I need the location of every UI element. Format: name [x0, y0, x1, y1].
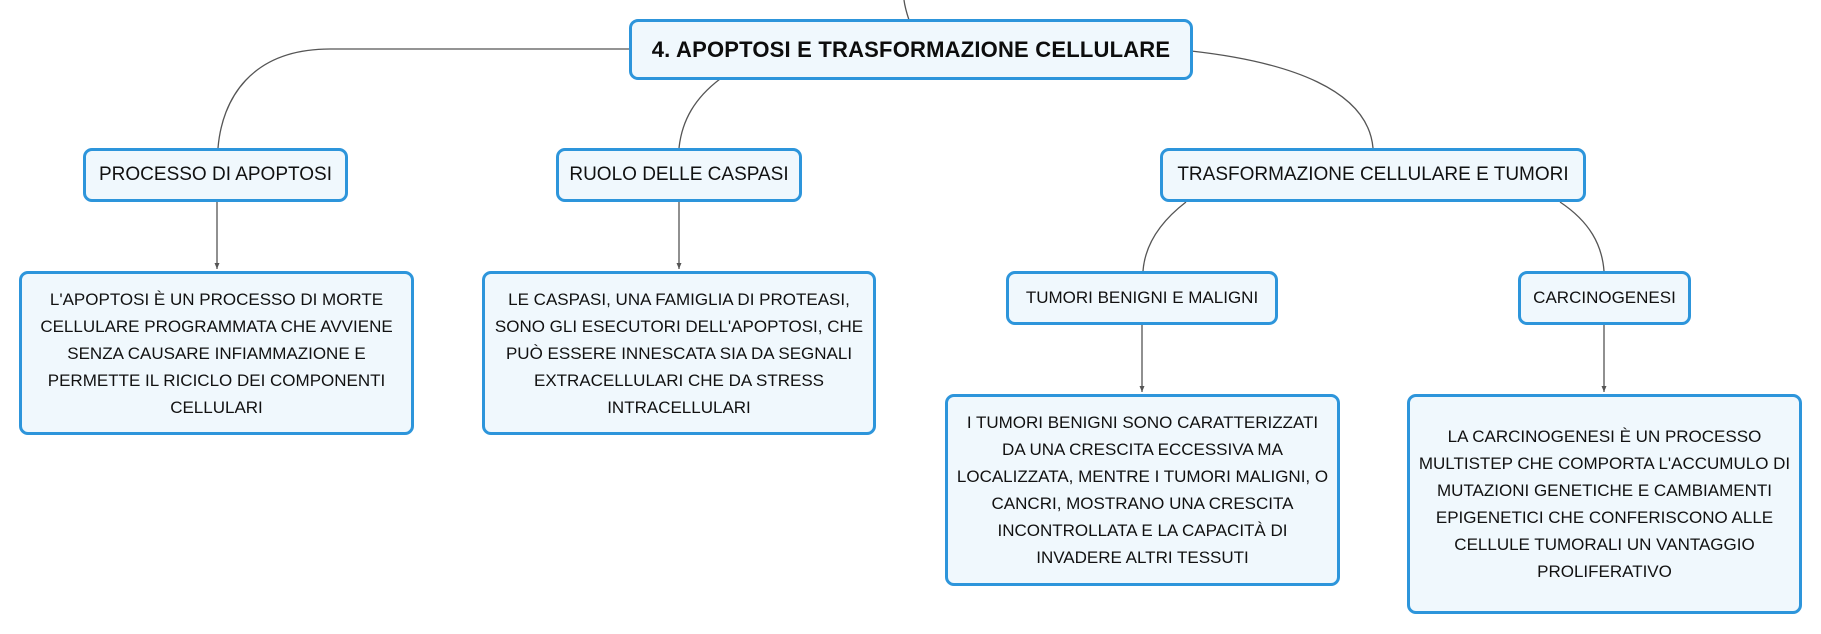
detail-node-carcinogenesi[interactable]: LA CARCINOGENESI È UN PROCESSO MULTISTEP…: [1407, 394, 1802, 614]
sub-node-label: TUMORI BENIGNI E MALIGNI: [1025, 288, 1259, 307]
connector-trasformazione-to-tumori: [1142, 201, 1187, 272]
connector-root-to-caspasi: [678, 78, 721, 149]
root-node-title[interactable]: 4. APOPTOSI E TRASFORMAZIONE CELLULARE: [629, 19, 1193, 80]
detail-node-text: I TUMORI BENIGNI SONO CARATTERIZZATI DA …: [956, 413, 1329, 567]
connector-parent-to-root: [903, 0, 910, 21]
detail-node-caspasi[interactable]: LE CASPASI, UNA FAMIGLIA DI PROTEASI, SO…: [482, 271, 876, 435]
detail-node-apoptosi[interactable]: L'APOPTOSI È UN PROCESSO DI MORTE CELLUL…: [19, 271, 414, 435]
branch-node-label: PROCESSO DI APOPTOSI: [99, 164, 332, 185]
branch-node-label: RUOLO DELLE CASPASI: [569, 164, 789, 185]
root-node-label: 4. APOPTOSI E TRASFORMAZIONE CELLULARE: [651, 36, 1171, 62]
sub-node-label: CARCINOGENESI: [1533, 288, 1676, 307]
branch-node-label: TRASFORMAZIONE CELLULARE E TUMORI: [1177, 164, 1569, 185]
branch-node-ruolo-delle-caspasi[interactable]: RUOLO DELLE CASPASI: [556, 148, 802, 202]
branch-node-trasformazione-cellulare-e-tumori[interactable]: TRASFORMAZIONE CELLULARE E TUMORI: [1160, 148, 1586, 202]
connector-root-to-trasformazione: [1190, 50, 1374, 149]
detail-node-text: L'APOPTOSI È UN PROCESSO DI MORTE CELLUL…: [40, 289, 393, 417]
sub-node-tumori-benigni-e-maligni[interactable]: TUMORI BENIGNI E MALIGNI: [1006, 271, 1278, 325]
detail-node-text: LA CARCINOGENESI È UN PROCESSO MULTISTEP…: [1418, 427, 1791, 581]
sub-node-carcinogenesi[interactable]: CARCINOGENESI: [1518, 271, 1691, 325]
branch-node-processo-di-apoptosi[interactable]: PROCESSO DI APOPTOSI: [83, 148, 348, 202]
connector-root-to-processo: [217, 48, 630, 149]
detail-node-text: LE CASPASI, UNA FAMIGLIA DI PROTEASI, SO…: [494, 289, 864, 417]
detail-node-tumori[interactable]: I TUMORI BENIGNI SONO CARATTERIZZATI DA …: [945, 394, 1340, 586]
connector-trasformazione-to-carcinogenesi: [1559, 201, 1605, 272]
